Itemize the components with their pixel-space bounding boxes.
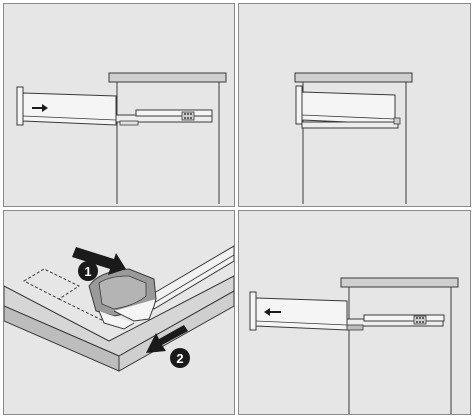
cabinet-shelf xyxy=(4,275,234,357)
runner-clip xyxy=(393,117,401,125)
cabinet-top xyxy=(294,72,413,83)
drawer-ghost-outline xyxy=(22,268,81,300)
cabinet-top xyxy=(340,277,459,288)
drawer-front xyxy=(249,291,257,331)
push-drawer-illustration xyxy=(16,72,227,204)
closed-drawer-illustration xyxy=(294,72,413,204)
arrow-press-icon xyxy=(72,247,126,275)
drawer-front xyxy=(295,85,303,125)
step-1-badge xyxy=(78,261,98,281)
panel-drawer-closed xyxy=(238,3,471,207)
drawer-body xyxy=(301,91,396,125)
release-clip-illustration: 1 2 xyxy=(4,245,234,414)
arrow-right-icon xyxy=(32,104,48,112)
panel-pull-drawer-out xyxy=(238,210,471,415)
step-2-badge xyxy=(170,348,190,368)
runner-clip xyxy=(181,111,195,121)
drawer-runner xyxy=(301,121,399,129)
panel-release-clip: 1 2 xyxy=(3,210,235,415)
step-1-label: 1 xyxy=(84,264,91,279)
step-2-label: 2 xyxy=(176,351,183,366)
runner-clip xyxy=(413,315,427,325)
pull-drawer-illustration xyxy=(249,277,459,414)
cabinet-top xyxy=(108,72,227,83)
arrow-pull-icon xyxy=(146,325,188,353)
drawer-front xyxy=(16,86,24,126)
arrow-left-icon xyxy=(264,308,281,316)
panel-push-drawer-in xyxy=(3,3,235,207)
